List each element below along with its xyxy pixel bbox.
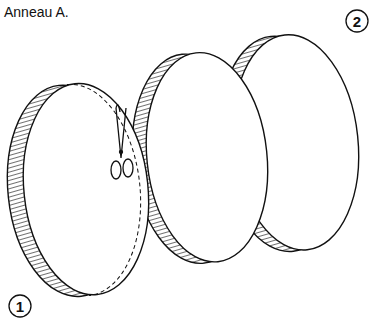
ring [0, 77, 159, 302]
diagram-title: Anneau A. [4, 5, 69, 19]
cut-line [67, 78, 151, 295]
scissors [111, 105, 133, 179]
callout-circle [9, 295, 31, 317]
callout-circle [346, 10, 368, 32]
callout-number: 2 [353, 14, 361, 29]
callout-number: 1 [16, 299, 24, 314]
